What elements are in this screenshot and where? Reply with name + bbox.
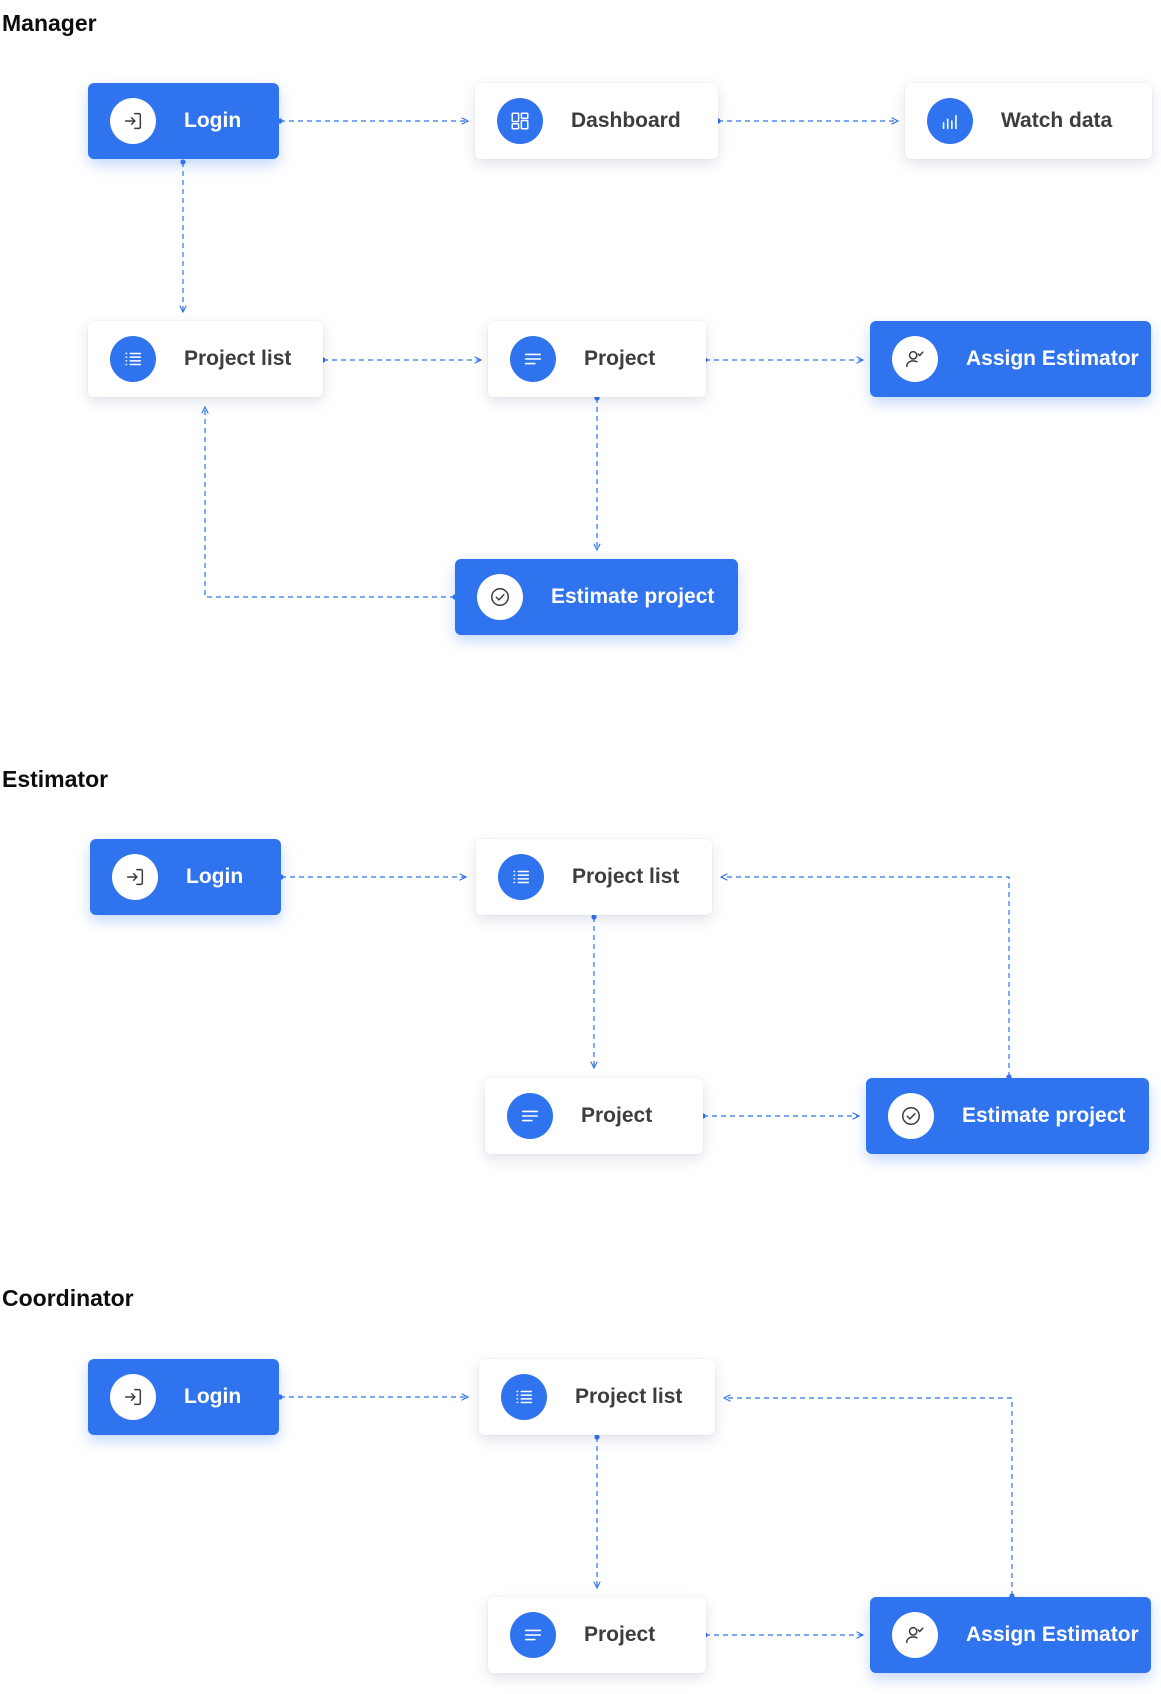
node-label: Dashboard [571,109,681,132]
manager-node-assign-estimator[interactable]: Assign Estimator [870,321,1151,397]
estimator-node-project-list[interactable]: Project list [476,839,712,915]
coordinator-node-login[interactable]: Login [88,1359,279,1435]
node-label: Estimate project [551,585,715,608]
node-label: Login [184,109,242,132]
coordinator-node-project[interactable]: Project [488,1597,706,1673]
manager-node-watch-data[interactable]: Watch data [905,83,1152,159]
user-check-icon [892,336,938,382]
manager-node-login[interactable]: Login [88,83,279,159]
section-title-coordinator: Coordinator [2,1285,134,1311]
node-label: Project [584,347,656,370]
coordinator-node-assign-estimator[interactable]: Assign Estimator [870,1597,1151,1673]
check-circle-icon [888,1093,934,1139]
node-label: Project [581,1104,653,1127]
node-label: Assign Estimator [966,1623,1139,1646]
list-icon [501,1374,547,1420]
node-label: Project list [184,347,292,370]
coordinator-node-project-list[interactable]: Project list [479,1359,715,1435]
manager-node-estimate-project[interactable]: Estimate project [455,559,738,635]
section-title-estimator: Estimator [2,766,109,792]
text-lines-icon [510,336,556,382]
node-label: Login [186,865,244,888]
connector-manager-estimate-project-to-project-list [205,407,455,598]
estimator-node-project[interactable]: Project [485,1078,703,1154]
connector-coordinator-assign-estimator-to-project-list [724,1398,1013,1596]
node-label: Assign Estimator [966,347,1139,370]
list-icon [110,336,156,382]
manager-node-dashboard[interactable]: Dashboard [475,83,718,159]
list-icon [498,854,544,900]
node-label: Project list [572,865,680,888]
login-icon [112,854,158,900]
node-label: Project list [575,1385,683,1408]
text-lines-icon [510,1612,556,1658]
estimator-node-login[interactable]: Login [90,839,281,915]
login-icon [110,1374,156,1420]
manager-node-project-list[interactable]: Project list [88,321,323,397]
text-lines-icon [507,1093,553,1139]
connector-estimator-estimate-project-to-project-list [721,877,1010,1077]
node-label: Watch data [1001,109,1113,132]
manager-node-project[interactable]: Project [488,321,706,397]
node-label: Project [584,1623,656,1646]
user-check-icon [892,1612,938,1658]
login-icon [110,98,156,144]
section-title-manager: Manager [2,10,97,36]
estimator-node-estimate-project[interactable]: Estimate project [866,1078,1149,1154]
check-circle-icon [477,574,523,620]
node-label: Login [184,1385,242,1408]
node-label: Estimate project [962,1104,1126,1127]
bar-chart-icon [927,98,973,144]
dashboard-icon [497,98,543,144]
